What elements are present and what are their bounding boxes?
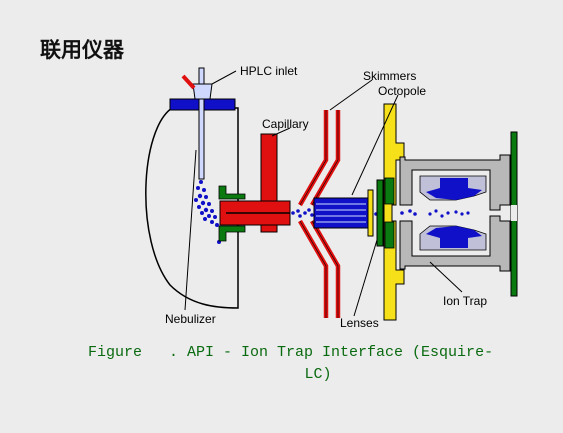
caption-line-1: Figure . API - Ion Trap Interface (Esqui… — [88, 344, 494, 361]
green-lens-top — [384, 177, 395, 205]
label-skimmers: Skimmers — [363, 69, 416, 83]
gas-inlet — [181, 74, 196, 90]
lens-2 — [376, 179, 384, 247]
label-capillary: Capillary — [262, 117, 309, 131]
green-lens-bottom — [384, 221, 395, 249]
lens-1 — [367, 189, 374, 237]
caption-line-2: LC) — [304, 366, 332, 383]
spray-chamber — [145, 107, 239, 309]
page-title: 联用仪器 — [40, 38, 124, 62]
nebulizer-needle — [198, 98, 205, 180]
hplc-inlet-connector — [192, 83, 213, 100]
label-nebulizer: Nebulizer — [165, 312, 216, 326]
spray-droplets — [194, 180, 223, 244]
label-ion-trap: Ion Trap — [443, 294, 487, 308]
label-hplc-inlet: HPLC inlet — [240, 64, 298, 78]
leader-lines — [184, 70, 463, 317]
spray-shield-top — [218, 185, 246, 200]
label-lenses: Lenses — [340, 316, 379, 330]
ion-trap-housing-top — [399, 154, 511, 211]
ion-trap-housing-bottom — [399, 215, 511, 272]
trap-entrance-plate — [383, 103, 405, 321]
octopole — [313, 197, 369, 229]
label-octopole: Octopole — [378, 84, 426, 98]
spray-shield-bottom — [218, 225, 246, 242]
hplc-inlet-tube — [198, 67, 205, 85]
